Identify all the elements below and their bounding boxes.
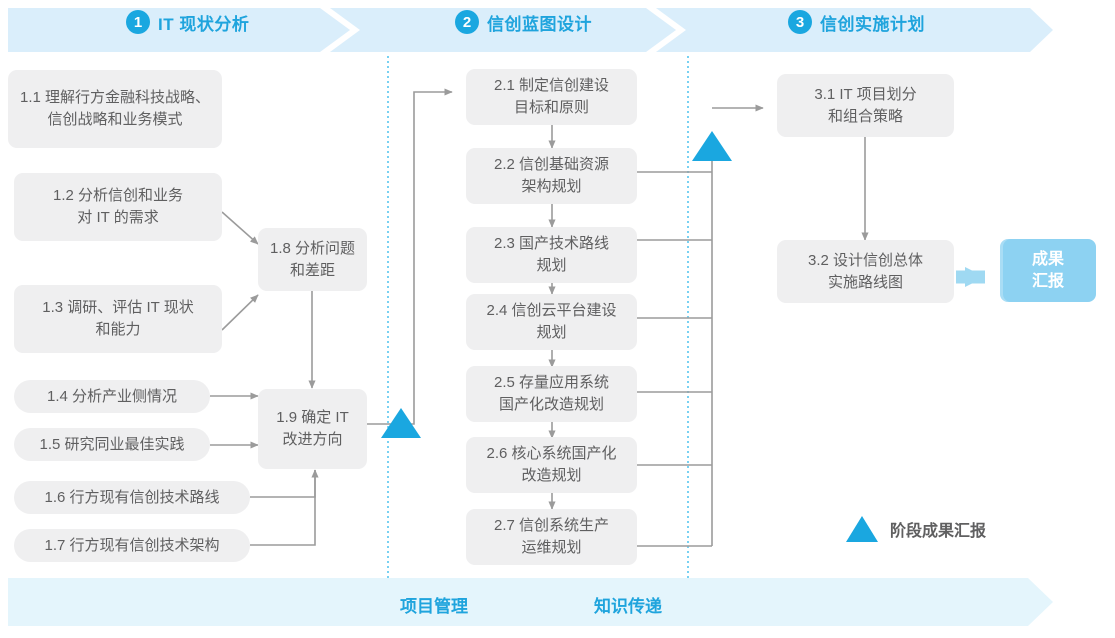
task-box-1-5[interactable]: 1.5 研究同业最佳实践 <box>14 428 210 461</box>
phase-3-number: 3 <box>788 10 812 34</box>
task-box-2-4[interactable]: 2.4 信创云平台建设规划 <box>466 294 637 350</box>
task-box-2-5[interactable]: 2.5 存量应用系统国产化改造规划 <box>466 366 637 422</box>
phase-1-number: 1 <box>126 10 150 34</box>
task-box-1-2[interactable]: 1.2 分析信创和业务对 IT 的需求 <box>14 173 222 241</box>
milestone-triangle-phase2 <box>692 131 732 161</box>
phase-3-title: 信创实施计划 <box>820 14 925 34</box>
result-report-badge[interactable]: 成果汇报 <box>1000 239 1096 302</box>
phase-1-title: IT 现状分析 <box>158 14 250 34</box>
legend: 阶段成果汇报 <box>846 516 986 542</box>
task-box-2-2[interactable]: 2.2 信创基础资源架构规划 <box>466 148 637 204</box>
phase-2-number: 2 <box>455 10 479 34</box>
task-box-2-7[interactable]: 2.7 信创系统生产运维规划 <box>466 509 637 565</box>
task-box-1-3[interactable]: 1.3 调研、评估 IT 现状和能力 <box>14 285 222 353</box>
task-box-2-1[interactable]: 2.1 制定信创建设目标和原则 <box>466 69 637 125</box>
task-box-1-6[interactable]: 1.6 行方现有信创技术路线 <box>14 481 250 514</box>
bottom-track-bar <box>8 578 1053 626</box>
phase-3-header[interactable]: 3 信创实施计划 <box>788 8 925 36</box>
task-box-2-3[interactable]: 2.3 国产技术路线规划 <box>466 227 637 283</box>
task-box-1-4[interactable]: 1.4 分析产业侧情况 <box>14 380 210 413</box>
task-box-3-1[interactable]: 3.1 IT 项目划分和组合策略 <box>777 74 954 137</box>
phase-2-title: 信创蓝图设计 <box>487 14 592 34</box>
task-box-1-1[interactable]: 1.1 理解行方金融科技战略、信创战略和业务模式 <box>8 70 222 148</box>
phase-1-header[interactable]: 1 IT 现状分析 <box>126 8 249 36</box>
task-box-1-7[interactable]: 1.7 行方现有信创技术架构 <box>14 529 250 562</box>
task-box-2-6[interactable]: 2.6 核心系统国产化改造规划 <box>466 437 637 493</box>
task-box-3-2[interactable]: 3.2 设计信创总体实施路线图 <box>777 240 954 303</box>
milestone-triangle-phase1 <box>381 408 421 438</box>
bottom-bar-shape <box>8 578 1053 626</box>
bottom-label-project-management[interactable]: 项目管理 <box>400 597 468 616</box>
task-box-1-8[interactable]: 1.8 分析问题和差距 <box>258 228 367 291</box>
phase-2-header[interactable]: 2 信创蓝图设计 <box>455 8 592 36</box>
bottom-label-knowledge-transfer[interactable]: 知识传递 <box>594 597 662 616</box>
triangle-icon <box>846 516 878 542</box>
legend-label: 阶段成果汇报 <box>890 523 987 540</box>
